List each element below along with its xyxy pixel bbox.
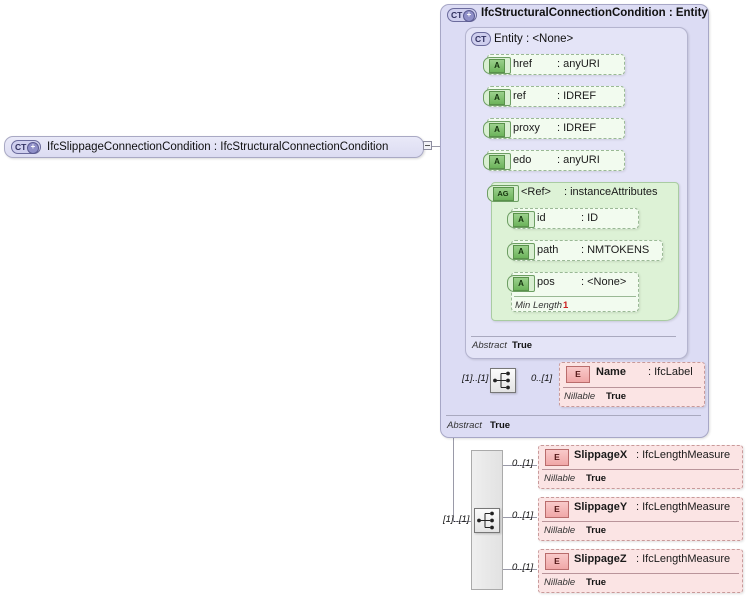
element-icon: E bbox=[545, 501, 569, 518]
ct-icon: CT bbox=[471, 32, 491, 46]
element-type: : IfcLengthMeasure bbox=[636, 501, 731, 513]
cardinality-label: 0..[1] bbox=[531, 373, 553, 384]
connector-line bbox=[503, 517, 537, 518]
attribute-icon: A bbox=[483, 89, 511, 106]
attribute-icon: A bbox=[483, 121, 511, 138]
facet-value: True bbox=[586, 473, 607, 484]
ct-icon-label: CT bbox=[451, 10, 463, 20]
ct-plus-icon: CT + bbox=[447, 8, 477, 22]
attribute-icon: A bbox=[507, 243, 535, 260]
attribute-icon-label: A bbox=[489, 90, 505, 105]
cardinality-label: 0..[1] bbox=[512, 510, 534, 521]
sequence-compositor-icon[interactable] bbox=[474, 508, 500, 533]
abstract-value: True bbox=[512, 340, 533, 351]
divider bbox=[514, 296, 636, 297]
connector-line bbox=[453, 521, 475, 522]
connector-line bbox=[503, 465, 537, 466]
attribute-group-icon: AG bbox=[487, 185, 519, 202]
attribute-group-name: <Ref> bbox=[521, 186, 551, 198]
element-icon: E bbox=[545, 553, 569, 570]
attribute-type: : <None> bbox=[581, 276, 627, 288]
divider bbox=[542, 469, 739, 470]
attribute-name: proxy bbox=[513, 122, 540, 134]
attribute-icon-label: A bbox=[489, 122, 505, 137]
facet-value: 1 bbox=[563, 300, 569, 311]
ct-icon-label: CT bbox=[15, 142, 27, 152]
facet-value: True bbox=[586, 577, 607, 588]
attribute-icon: A bbox=[483, 153, 511, 170]
attribute-type: : anyURI bbox=[557, 58, 600, 70]
cardinality-label: 0..[1] bbox=[512, 458, 534, 469]
element-type: : IfcLabel bbox=[648, 366, 693, 378]
attribute-icon-label: A bbox=[489, 154, 505, 169]
element-row[interactable] bbox=[538, 445, 743, 489]
ct-plus-icon: CT + bbox=[11, 140, 41, 154]
element-icon: E bbox=[545, 449, 569, 466]
divider bbox=[563, 387, 701, 388]
attribute-type: : ID bbox=[581, 212, 599, 224]
ct-icon-label: CT bbox=[475, 34, 487, 44]
attribute-icon-label: A bbox=[513, 212, 529, 227]
abstract-key: Abstract bbox=[447, 420, 482, 431]
element-name: Name bbox=[596, 366, 626, 378]
plus-badge-icon: + bbox=[27, 142, 39, 154]
element-type: : IfcLengthMeasure bbox=[636, 553, 731, 565]
facet-key: Nillable bbox=[564, 391, 596, 402]
attribute-name: edo bbox=[513, 154, 532, 166]
attribute-name: href bbox=[513, 58, 532, 70]
attribute-name: id bbox=[537, 212, 546, 224]
attribute-type: : anyURI bbox=[557, 154, 600, 166]
attribute-group-icon-label: AG bbox=[492, 186, 514, 201]
attribute-icon: A bbox=[507, 211, 535, 228]
attribute-icon: A bbox=[507, 275, 535, 292]
facet-value: True bbox=[586, 525, 607, 536]
element-type: : IfcLengthMeasure bbox=[636, 449, 731, 461]
attribute-icon-label: A bbox=[513, 276, 529, 291]
attribute-type: : NMTOKENS bbox=[581, 244, 650, 256]
element-row[interactable] bbox=[538, 497, 743, 541]
facet-value: True bbox=[606, 391, 627, 402]
element-name: SlippageZ bbox=[574, 553, 627, 565]
root-node[interactable]: CT + IfcSlippageConnectionCondition : If… bbox=[4, 136, 424, 158]
abstract-value: True bbox=[490, 420, 511, 431]
attribute-group-type: : instanceAttributes bbox=[564, 186, 658, 198]
abstract-key: Abstract bbox=[472, 340, 507, 351]
cardinality-label: [1]..[1] bbox=[443, 514, 470, 525]
divider bbox=[542, 573, 739, 574]
attribute-icon: A bbox=[483, 57, 511, 74]
base-type-title: IfcStructuralConnectionCondition : Entit… bbox=[481, 7, 708, 19]
facet-key: Nillable bbox=[544, 473, 576, 484]
element-row[interactable] bbox=[538, 549, 743, 593]
attribute-name: pos bbox=[537, 276, 555, 288]
plus-badge-icon: + bbox=[463, 10, 475, 22]
element-icon: E bbox=[566, 366, 590, 383]
cardinality-label: 0..[1] bbox=[512, 562, 534, 573]
attribute-icon-label: A bbox=[489, 58, 505, 73]
connector-line bbox=[503, 569, 537, 570]
element-name: SlippageY bbox=[574, 501, 628, 513]
facet-key: Nillable bbox=[544, 577, 576, 588]
root-node-label: IfcSlippageConnectionCondition : IfcStru… bbox=[47, 141, 389, 153]
attribute-icon-label: A bbox=[513, 244, 529, 259]
attribute-type: : IDREF bbox=[557, 122, 597, 134]
divider bbox=[542, 521, 739, 522]
attribute-name: path bbox=[537, 244, 559, 256]
sequence-compositor-icon[interactable] bbox=[490, 368, 516, 393]
attribute-name: ref bbox=[513, 90, 526, 102]
divider bbox=[471, 336, 676, 337]
expand-collapse-icon[interactable] bbox=[423, 141, 432, 150]
cardinality-label: [1]..[1] bbox=[462, 373, 489, 384]
facet-key: Min Length bbox=[515, 300, 563, 311]
facet-key: Nillable bbox=[544, 525, 576, 536]
entity-title: Entity : <None> bbox=[494, 33, 574, 45]
element-name: SlippageX bbox=[574, 449, 628, 461]
divider bbox=[446, 415, 701, 416]
attribute-type: : IDREF bbox=[557, 90, 597, 102]
